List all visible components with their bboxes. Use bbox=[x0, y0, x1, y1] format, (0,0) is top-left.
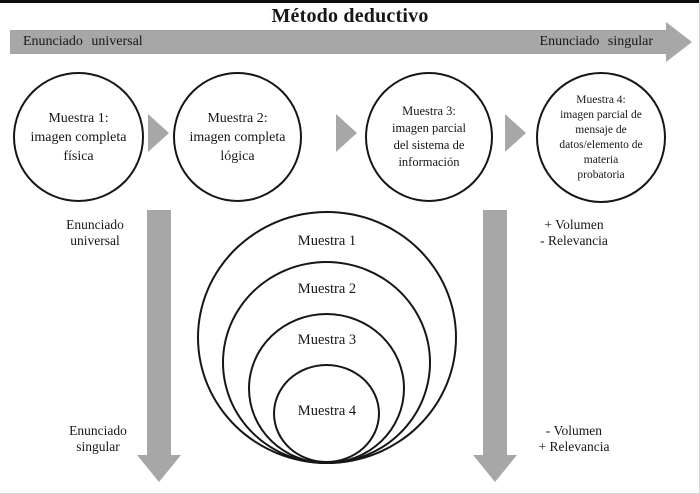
step-arrow-right-icon bbox=[505, 114, 526, 152]
enunciado-singular-side-label: Enunciado singular bbox=[69, 423, 127, 454]
process-circle-muestra-1: Muestra 1: imagen completa física bbox=[13, 72, 144, 202]
process-circle-text: Muestra 4: imagen parcial de mensaje de … bbox=[559, 93, 643, 181]
down-arrow-right-shaft bbox=[483, 210, 507, 455]
nested-circle-label: Muestra 2 bbox=[297, 281, 357, 297]
method-direction-arrow: Enunciado universal Enunciado singular bbox=[10, 30, 666, 54]
process-circle-text: Muestra 3: imagen parcial del sistema de… bbox=[392, 104, 466, 169]
nested-circle-muestra-3 bbox=[248, 313, 405, 464]
nested-circle-label: Muestra 3 bbox=[297, 332, 357, 348]
enunciado-universal-arrow-label: Enunciado universal bbox=[23, 34, 143, 49]
process-circle-text: Muestra 2: imagen completa lógica bbox=[189, 110, 286, 164]
enunciado-singular-arrow-label: Enunciado singular bbox=[539, 34, 653, 49]
step-arrow-right-icon bbox=[148, 114, 169, 152]
process-circle-muestra-3: Muestra 3: imagen parcial del sistema de… bbox=[365, 72, 493, 202]
volumen-relevancia-bottom-label: - Volumen + Relevancia bbox=[538, 423, 610, 454]
enunciado-universal-side-label: Enunciado universal bbox=[66, 217, 124, 248]
process-circle-muestra-2: Muestra 2: imagen completa lógica bbox=[173, 72, 302, 202]
top-border-rule bbox=[0, 0, 699, 3]
figure-title: Método deductivo bbox=[271, 5, 429, 27]
nested-circle-muestra-4 bbox=[273, 364, 380, 463]
down-arrow-left-head-icon bbox=[137, 455, 181, 482]
step-arrow-right-icon bbox=[336, 114, 357, 152]
down-arrow-left-shaft bbox=[147, 210, 171, 455]
nested-circle-label: Muestra 4 bbox=[297, 403, 357, 419]
process-circle-text: Muestra 1: imagen completa física bbox=[30, 110, 127, 164]
arrow-right-head-icon bbox=[666, 22, 692, 62]
nested-circle-label: Muestra 1 bbox=[297, 233, 357, 249]
down-arrow-right-head-icon bbox=[473, 455, 517, 482]
process-circle-muestra-4: Muestra 4: imagen parcial de mensaje de … bbox=[536, 72, 666, 203]
volumen-relevancia-top-label: + Volumen - Relevancia bbox=[540, 217, 608, 248]
